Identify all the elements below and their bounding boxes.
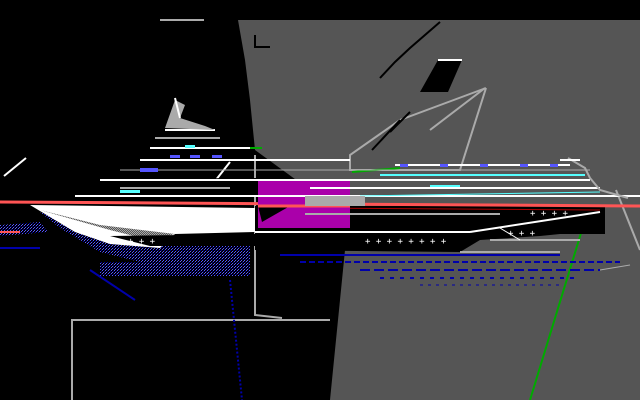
- svg-text:+ + + +: + + + +: [530, 209, 569, 219]
- svg-text:+ + +: + + +: [508, 229, 536, 239]
- svg-text:+ + + + + + + +: + + + + + + + +: [365, 237, 447, 247]
- cruise-ship-icon: + + + + + + + + + + + + + + + + + +: [0, 97, 640, 253]
- svg-text:+ + +: + + +: [128, 237, 156, 247]
